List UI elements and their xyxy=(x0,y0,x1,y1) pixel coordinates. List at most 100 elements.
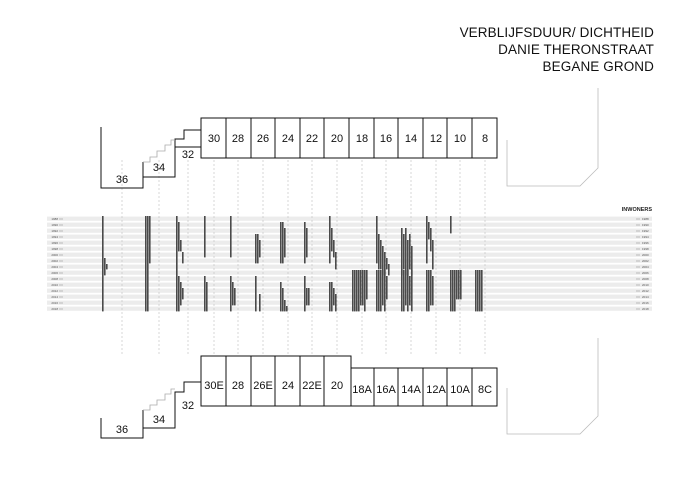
year-label-right: 1990 xyxy=(642,223,649,227)
residence-bar xyxy=(204,216,206,258)
residence-bar xyxy=(257,234,259,264)
year-stripe xyxy=(47,222,652,227)
residence-bar xyxy=(280,282,282,312)
residence-bar xyxy=(403,270,405,312)
residence-bar xyxy=(182,288,184,300)
residence-bar xyxy=(407,240,409,276)
residence-bar xyxy=(282,222,284,264)
top-unit-number: 14 xyxy=(405,133,417,145)
residence-bar xyxy=(352,270,354,312)
year-stripe xyxy=(47,258,652,263)
year-label-left: 2010 xyxy=(51,283,58,287)
year-label-left: 1994 xyxy=(51,235,58,239)
residence-bar xyxy=(284,300,286,312)
residence-bar xyxy=(401,270,403,312)
residence-bar xyxy=(204,276,206,312)
residence-bar xyxy=(176,216,178,312)
bottom-unit-number: 18A xyxy=(352,384,372,396)
year-label-left: 2004 xyxy=(51,265,58,269)
year-label-right: 1988 xyxy=(642,217,649,221)
residence-bar xyxy=(106,264,108,270)
year-stripe xyxy=(47,282,652,287)
residence-bar xyxy=(432,276,434,306)
year-stripe xyxy=(47,252,652,257)
bottom-unit-number: 32 xyxy=(182,400,194,412)
residence-bar xyxy=(452,270,454,312)
residence-bar xyxy=(409,234,411,270)
residence-bar xyxy=(178,222,180,252)
year-label-left: 2006 xyxy=(51,271,58,275)
top-unit-number: 28 xyxy=(232,133,244,145)
residence-bar xyxy=(280,222,282,264)
residence-bar xyxy=(282,288,284,312)
residence-bar xyxy=(458,270,460,300)
diagram-title: VERBLIJFSDUUR/ DICHTHEID DANIE THERONSTR… xyxy=(460,24,654,75)
year-stripe xyxy=(47,264,652,269)
year-stripe xyxy=(47,234,652,239)
bottom-unit-number: 30E xyxy=(204,380,224,392)
year-stripe xyxy=(47,270,652,275)
title-line-3: BEGANE GROND xyxy=(542,59,654,74)
residence-bar xyxy=(259,294,261,312)
residence-bar xyxy=(481,270,483,312)
year-label-left: 2008 xyxy=(51,277,58,281)
residence-bar xyxy=(206,282,208,312)
residence-bar xyxy=(331,228,333,252)
year-label-right: 2006 xyxy=(642,271,649,275)
residence-bar xyxy=(388,264,390,276)
residence-bar xyxy=(384,252,386,276)
bottom-unit-number: 34 xyxy=(153,414,165,426)
residence-bar xyxy=(450,216,452,234)
residence-bar xyxy=(475,270,477,312)
residence-bar xyxy=(102,216,104,312)
year-label-left: 1990 xyxy=(51,223,58,227)
residence-bar xyxy=(386,276,388,300)
year-label-right: 1994 xyxy=(642,235,649,239)
top-unit-number: 16 xyxy=(380,133,392,145)
year-stripe xyxy=(47,276,652,281)
residence-bar xyxy=(145,216,147,312)
residence-bar xyxy=(405,270,407,306)
bottom-unit-number: 14A xyxy=(401,384,421,396)
residence-bar xyxy=(335,252,337,270)
residence-bar xyxy=(430,270,432,306)
top-unit-number: 10 xyxy=(454,133,466,145)
residence-bar xyxy=(366,270,368,300)
year-stripe xyxy=(47,246,652,251)
residence-bar xyxy=(454,270,456,312)
residence-bar xyxy=(354,270,356,312)
residence-bar xyxy=(178,276,180,312)
year-label-right: 2016 xyxy=(642,301,649,305)
residence-bar xyxy=(380,240,382,270)
year-axis-left: 1988199019921994199619982000200220042006… xyxy=(51,217,63,311)
year-label-right: 2014 xyxy=(642,295,649,299)
year-label-left: 1988 xyxy=(51,217,58,221)
residence-bar xyxy=(401,228,403,276)
residence-bar xyxy=(376,270,378,312)
bottom-unit-number: 10A xyxy=(450,384,470,396)
residence-bar xyxy=(428,222,430,240)
residence-bar xyxy=(460,270,462,300)
residence-bar xyxy=(230,276,232,312)
residence-bar xyxy=(386,258,388,270)
year-stripe xyxy=(47,216,652,221)
year-stripe xyxy=(47,228,652,233)
top-unit-number: 26 xyxy=(257,133,269,145)
year-stripe xyxy=(47,294,652,299)
year-stripe xyxy=(47,240,652,245)
top-unit-number: 32 xyxy=(182,149,194,161)
year-label-left: 2002 xyxy=(51,259,58,263)
residence-bar xyxy=(405,228,407,276)
residence-bar xyxy=(329,216,331,264)
residence-bar xyxy=(104,258,106,276)
residence-bars xyxy=(102,216,483,312)
top-stair-outline xyxy=(143,139,175,163)
bottom-row-plan xyxy=(100,355,498,439)
residence-bar xyxy=(356,270,358,312)
residence-bar xyxy=(230,216,232,258)
year-label-left: 2014 xyxy=(51,295,58,299)
residence-bar xyxy=(411,270,413,312)
year-label-right: 2000 xyxy=(642,253,649,257)
residence-bar xyxy=(255,234,257,264)
residence-bar xyxy=(304,222,306,264)
